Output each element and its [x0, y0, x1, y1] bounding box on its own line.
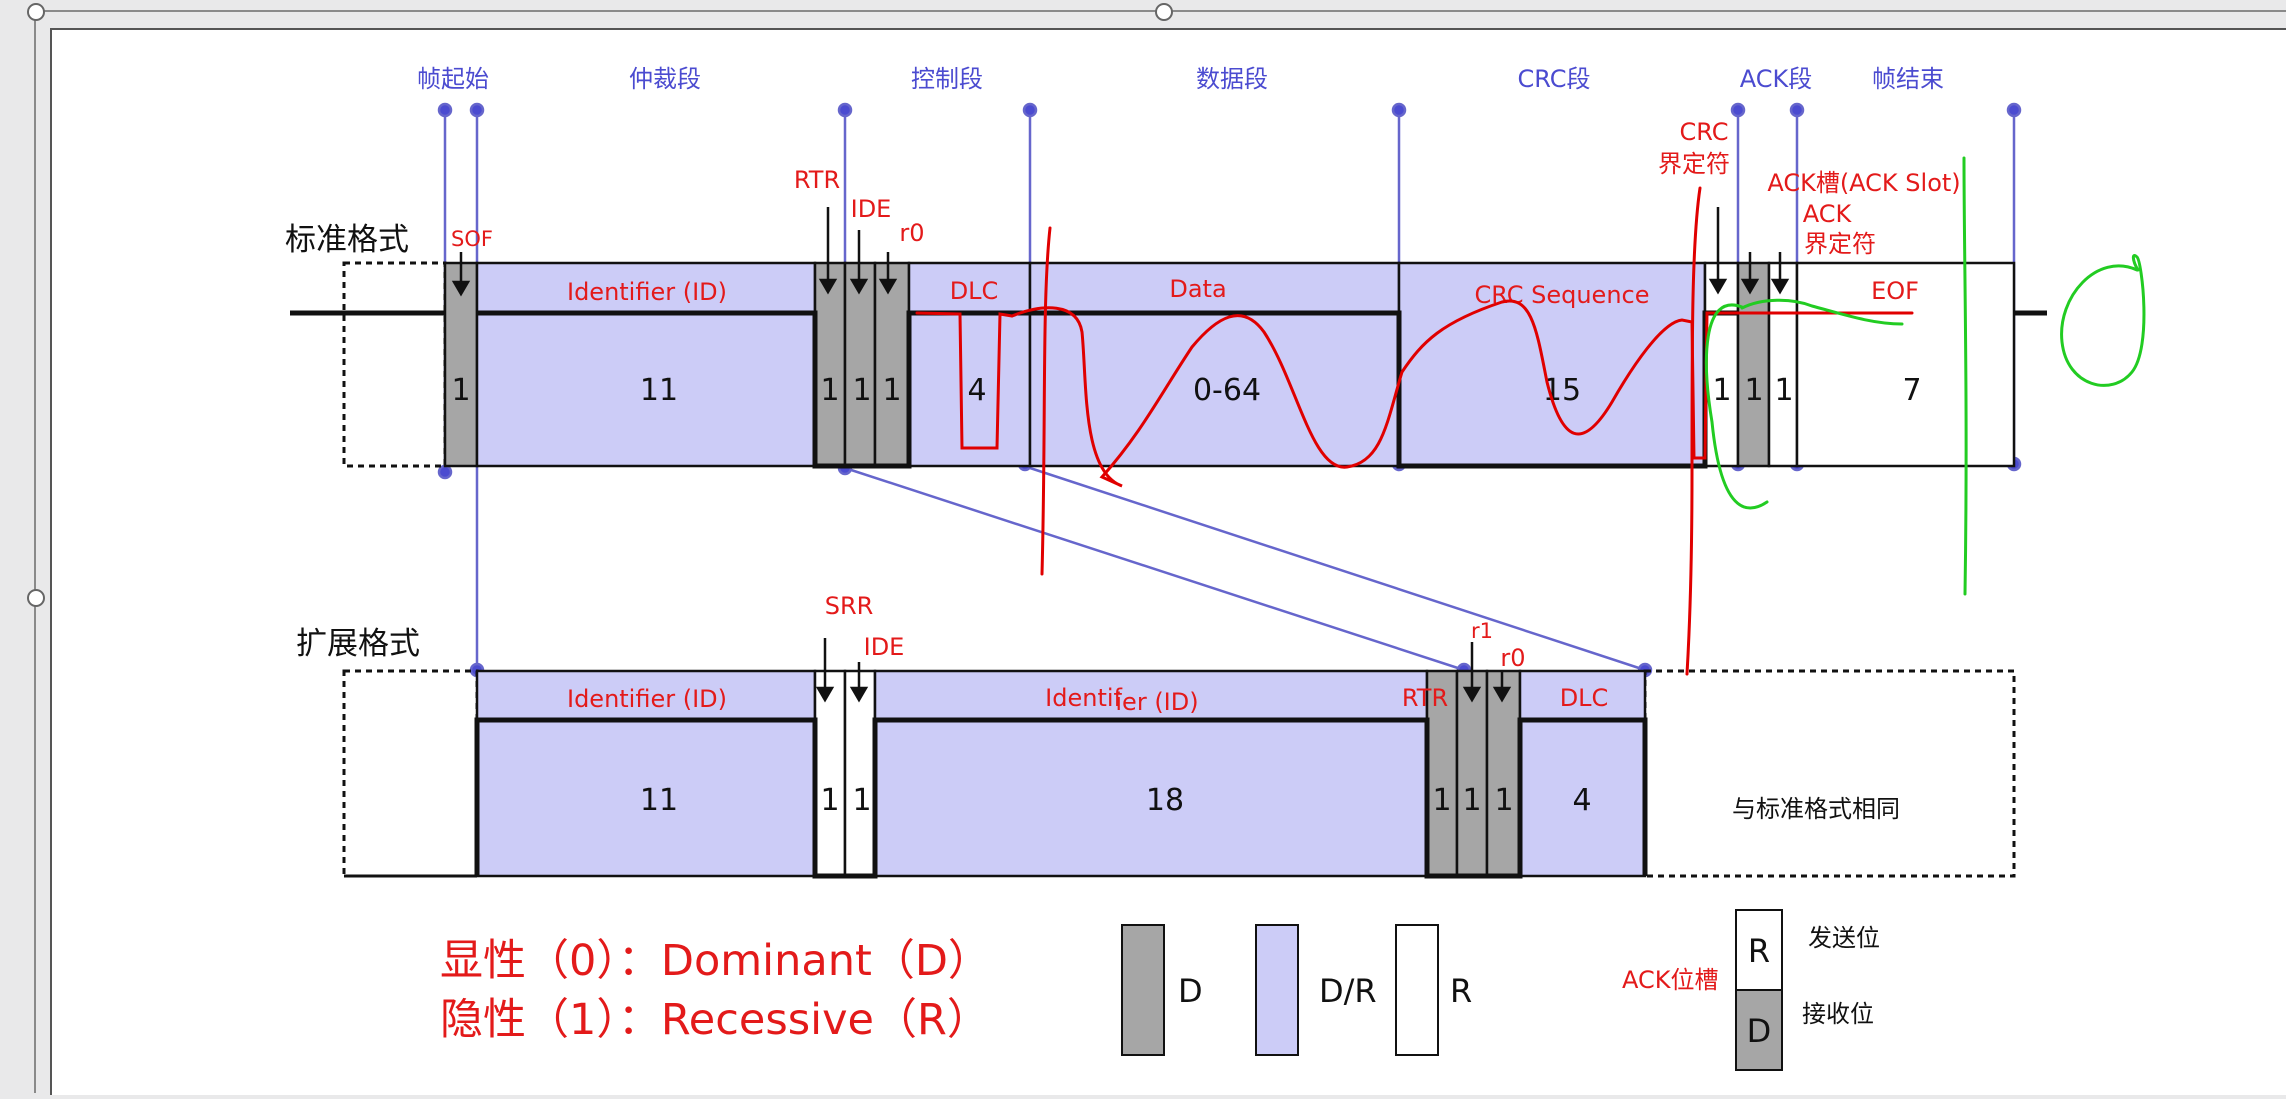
ext-ide-field	[843, 669, 877, 878]
std-data-label: Data	[1169, 275, 1226, 303]
ext-ide-bits: 1	[852, 783, 871, 818]
segment-ack-title: ACK段	[1740, 65, 1813, 93]
legend-ack-slot-label: ACK位槽	[1622, 966, 1719, 994]
std-crc-delimiter-label-1: CRC	[1680, 118, 1729, 146]
segment-control-title: 控制段	[911, 65, 983, 93]
legend-receive-label: 接收位	[1802, 1000, 1874, 1028]
ext-dlc-field	[1518, 669, 1647, 878]
std-field-arrows	[451, 207, 1790, 297]
ext-id2-field	[873, 669, 1429, 878]
std-dlc-label: DLC	[950, 277, 999, 305]
std-data-bits: 0-64	[1193, 373, 1261, 408]
resize-handle-top-left[interactable]	[27, 3, 45, 21]
legend-recessive-text: 隐性（1）：Recessive（R）	[440, 995, 990, 1045]
ext-dlc-label: DLC	[1560, 684, 1609, 712]
legend-recessive-swatch	[1395, 924, 1439, 1056]
std-eof-label: EOF	[1871, 277, 1919, 305]
ext-srr-label: SRR	[825, 592, 874, 620]
ext-r1-label: r1	[1471, 619, 1493, 643]
std-ack-delimiter-label-2: 界定符	[1804, 230, 1876, 258]
std-dlc-bits: 4	[967, 373, 986, 408]
standard-frame	[290, 261, 2047, 469]
std-ack-delimiter-bits: 1	[1774, 373, 1793, 408]
can-frame-diagram: 帧起始 仲裁段 控制段 数据段 CRC段 ACK段 帧结束 标准格式 SOF I…	[285, 65, 2146, 1071]
std-crc-sequence-label: CRC Sequence	[1474, 281, 1649, 309]
std-crc-delimiter-field	[1703, 261, 1740, 468]
legend-send-label: 发送位	[1808, 924, 1880, 952]
standard-format-label: 标准格式	[285, 222, 409, 258]
std-ack-slot-bits: 1	[1744, 373, 1763, 408]
legend-dr-label: D/R	[1319, 972, 1377, 1010]
selection-border-left	[34, 10, 36, 1093]
ext-r1-bits: 1	[1462, 783, 1481, 818]
segment-eof-title: 帧结束	[1872, 65, 1944, 93]
std-ide-field	[843, 261, 877, 468]
ext-dlc-bits: 4	[1572, 783, 1591, 818]
legend-d-label: D	[1178, 972, 1203, 1010]
legend-receive-cell	[1735, 989, 1783, 1071]
legend-dominant-swatch	[1121, 924, 1165, 1056]
ext-id2-label-a: Identif	[1045, 684, 1122, 712]
std-r0-field	[873, 261, 911, 468]
legend-send-r: R	[1748, 932, 1770, 970]
std-r0-bits: 1	[882, 373, 901, 408]
std-id-bits: 11	[640, 373, 678, 408]
std-sof-label: SOF	[451, 227, 493, 251]
segment-crc-title: CRC段	[1518, 65, 1591, 93]
std-rtr-bits: 1	[820, 373, 839, 408]
ext-field-arrows	[815, 638, 1512, 703]
segment-data-title: 数据段	[1196, 65, 1268, 93]
ext-ide-label: IDE	[864, 633, 905, 661]
std-eof-field	[1795, 261, 2016, 468]
ext-id-label: Identifier (ID)	[567, 685, 727, 713]
resize-handle-middle-left[interactable]	[27, 589, 45, 607]
ext-r0-label: r0	[1500, 644, 1525, 672]
std-sof-bits: 1	[451, 373, 470, 408]
slide-canvas: 帧起始 仲裁段 控制段 数据段 CRC段 ACK段 帧结束 标准格式 SOF I…	[50, 28, 2286, 1095]
std-ack-delimiter-field	[1767, 261, 1799, 468]
legend-r-label: R	[1450, 972, 1472, 1010]
extended-frame	[342, 669, 2016, 879]
std-crc-delimiter-label-2: 界定符	[1658, 150, 1730, 178]
segment-arbitration-title: 仲裁段	[629, 65, 701, 93]
std-ack-delimiter-label-1: ACK	[1803, 200, 1853, 228]
std-eof-bits: 7	[1902, 373, 1921, 408]
ext-r0-field	[1485, 669, 1522, 878]
std-rtr-label: RTR	[794, 166, 840, 194]
resize-handle-top-center[interactable]	[1155, 3, 1173, 21]
std-crc-delimiter-bits: 1	[1712, 373, 1731, 408]
std-rtr-field	[813, 261, 847, 468]
red-pen-annotations	[915, 186, 1914, 676]
ext-id-bits: 11	[640, 783, 678, 818]
green-pen-annotations	[1704, 156, 2146, 596]
ext-same-as-standard: 与标准格式相同	[1732, 795, 1900, 823]
segment-sof-title: 帧起始	[417, 65, 489, 93]
ext-r0-bits: 1	[1494, 783, 1513, 818]
ext-srr-bits: 1	[820, 783, 839, 818]
legend-send-cell	[1735, 909, 1783, 991]
legend-dr-swatch	[1255, 924, 1299, 1056]
std-ack-slot-label: ACK槽(ACK Slot)	[1767, 169, 1960, 197]
std-id-label: Identifier (ID)	[567, 278, 727, 306]
legend-dominant-text: 显性（0）：Dominant（D）	[440, 936, 991, 986]
std-r0-label: r0	[899, 219, 924, 247]
ext-id2-bits: 18	[1146, 783, 1184, 818]
std-ide-bits: 1	[852, 373, 871, 408]
legend-receive-d: D	[1747, 1012, 1772, 1050]
ext-id2-label-b: ier (ID)	[1115, 688, 1198, 716]
ext-rtr-label: RTR	[1402, 684, 1448, 712]
ext-srr-field	[813, 669, 847, 878]
std-ack-slot-field	[1736, 261, 1771, 468]
std-ide-label: IDE	[851, 195, 892, 223]
ext-rtr-bits: 1	[1432, 783, 1451, 818]
extended-format-label: 扩展格式	[296, 626, 420, 662]
